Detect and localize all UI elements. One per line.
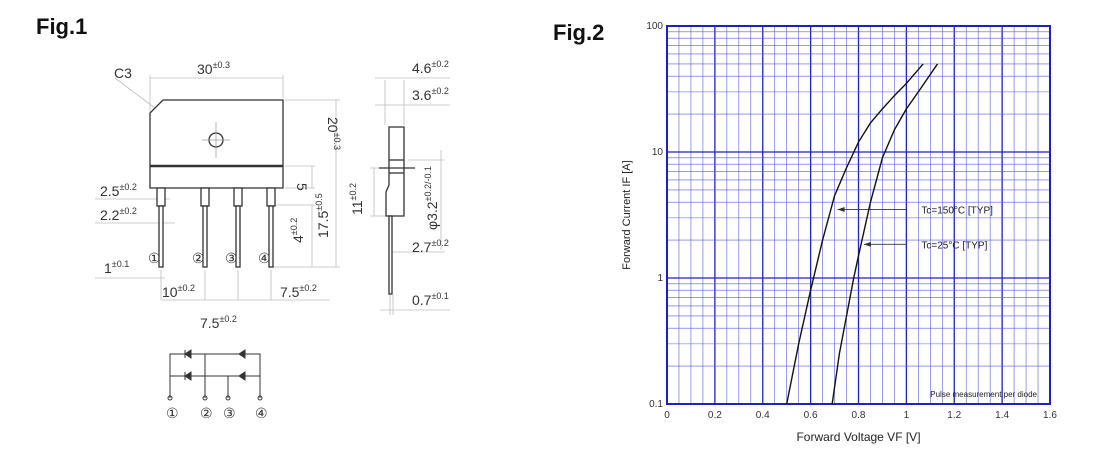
x-tick-label: 1 xyxy=(904,410,910,421)
pin-label: ① xyxy=(166,405,179,421)
dim-tolerance: ±0.5 xyxy=(314,193,324,210)
dim-value: 17.5 xyxy=(315,211,331,238)
dimension-lines xyxy=(95,75,450,315)
dim-depth2: 3.6±0.2 xyxy=(412,86,449,103)
dim-value: 10 xyxy=(162,284,178,300)
package-drawing: C3 30±0.320±0.3517.5±0.54±0.22.5±0.22.2±… xyxy=(95,59,450,421)
dim-value: 0.7 xyxy=(412,292,432,308)
dim-value: 1 xyxy=(104,260,112,276)
dim-tolerance: ±0.2 xyxy=(178,283,195,293)
pin-label: ② xyxy=(200,405,213,421)
dim-tolerance: ±0.3 xyxy=(332,133,342,150)
dim-value: 2.2 xyxy=(100,207,120,223)
dim-value: 7.5 xyxy=(200,315,220,331)
dim-tolerance: ±0.2 xyxy=(219,314,236,324)
dim-value: 2.7 xyxy=(412,239,432,255)
y-axis-label: Forward Current IF [A] xyxy=(621,160,633,269)
dim-value: φ3.2 xyxy=(424,201,440,230)
dim-band: 5 xyxy=(294,183,310,191)
dim-tolerance: ±0.2 xyxy=(289,218,299,235)
pin-label: ③ xyxy=(223,405,236,421)
y-tick-label: 100 xyxy=(646,21,663,32)
y-tick-label: 0.1 xyxy=(649,399,663,410)
bridge-body xyxy=(149,99,284,268)
pin-label: ④ xyxy=(255,405,268,421)
pin-label: ② xyxy=(192,250,205,266)
dim-side-lead: 2.7±0.2 xyxy=(412,238,449,255)
dim-depth1: 4.6±0.2 xyxy=(412,59,449,76)
dim-tolerance: ±0.2 xyxy=(431,238,448,248)
series-label-1: Tc=25°C [TYP] xyxy=(921,240,987,251)
x-tick-label: 0.2 xyxy=(708,410,722,421)
dim-lead-shoulder: 4±0.2 xyxy=(289,218,306,243)
dim-width: 30±0.3 xyxy=(197,60,230,77)
dimension-labels: 30±0.320±0.3517.5±0.54±0.22.5±0.22.2±0.2… xyxy=(100,59,449,331)
dim-tolerance: ±0.3 xyxy=(213,60,230,70)
x-tick-label: 1.4 xyxy=(995,410,1009,421)
dim-tolerance: ±0.2 xyxy=(299,283,316,293)
dim-pin-thk: 1±0.1 xyxy=(104,259,129,276)
dim-pin-w1: 2.5±0.2 xyxy=(100,182,137,199)
x-axis-label: Forward Voltage VF [V] xyxy=(796,430,920,444)
dim-pitch2: 7.5±0.2 xyxy=(280,283,317,300)
series-label-0: Tc=150°C [TYP] xyxy=(921,205,993,216)
arrowhead xyxy=(837,206,845,212)
pin-label: ③ xyxy=(225,250,238,266)
dim-tolerance: ±0.2 xyxy=(119,182,136,192)
dim-tolerance: ±0.2/-0.1 xyxy=(423,166,433,201)
dim-value: 5 xyxy=(294,183,310,191)
dim-value: 4.6 xyxy=(412,60,432,76)
x-tick-label: 0.8 xyxy=(852,410,866,421)
dim-tolerance: ±0.1 xyxy=(112,259,129,269)
side-view xyxy=(379,126,415,295)
dim-value: 30 xyxy=(197,61,213,77)
dim-pitch1: 10±0.2 xyxy=(162,283,195,300)
dim-tolerance: ±0.1 xyxy=(431,291,448,301)
series-line-0 xyxy=(786,63,924,405)
pulse-note: Pulse measurement per diode xyxy=(930,390,1037,399)
chamfer-label: C3 xyxy=(114,65,132,81)
x-tick-label: 0 xyxy=(664,410,670,421)
dim-lead-thk: 0.7±0.1 xyxy=(412,291,449,308)
dim-value: 2.5 xyxy=(100,183,120,199)
dim-pitch3: 7.5±0.2 xyxy=(200,314,237,331)
dim-tolerance: ±0.2 xyxy=(119,206,136,216)
x-tick-label: 0.4 xyxy=(756,410,770,421)
dim-value: 3.6 xyxy=(412,87,432,103)
dim-value: 20 xyxy=(325,117,341,133)
dim-tolerance: ±0.2 xyxy=(431,86,448,96)
dim-value: 11 xyxy=(349,200,365,215)
pin-label: ① xyxy=(148,250,161,266)
plot-frame xyxy=(666,25,1051,405)
dim-value: 4 xyxy=(290,235,306,243)
y-tick-label: 1 xyxy=(657,273,663,284)
y-tick-label: 10 xyxy=(652,147,664,158)
dim-hole: φ3.2±0.2/-0.1 xyxy=(423,166,440,230)
x-tick-label: 1.6 xyxy=(1043,410,1057,421)
dim-side-h: 11±0.2 xyxy=(348,183,365,215)
dim-value: 7.5 xyxy=(280,284,300,300)
dim-tolerance: ±0.2 xyxy=(348,183,358,200)
fig2-title: Fig.2 xyxy=(553,20,605,45)
circuit-diagram xyxy=(167,349,263,401)
fig1-title: Fig.1 xyxy=(36,14,88,39)
x-tick-label: 1.2 xyxy=(947,410,961,421)
dim-tolerance: ±0.2 xyxy=(431,59,448,69)
dim-height: 20±0.3 xyxy=(325,117,342,150)
arrowhead xyxy=(863,241,871,247)
dim-lead-len: 17.5±0.5 xyxy=(314,193,331,238)
pin-label: ④ xyxy=(258,250,271,266)
dim-pin-w2: 2.2±0.2 xyxy=(100,206,137,223)
series-line-1 xyxy=(831,63,939,405)
x-tick-label: 0.6 xyxy=(804,410,818,421)
